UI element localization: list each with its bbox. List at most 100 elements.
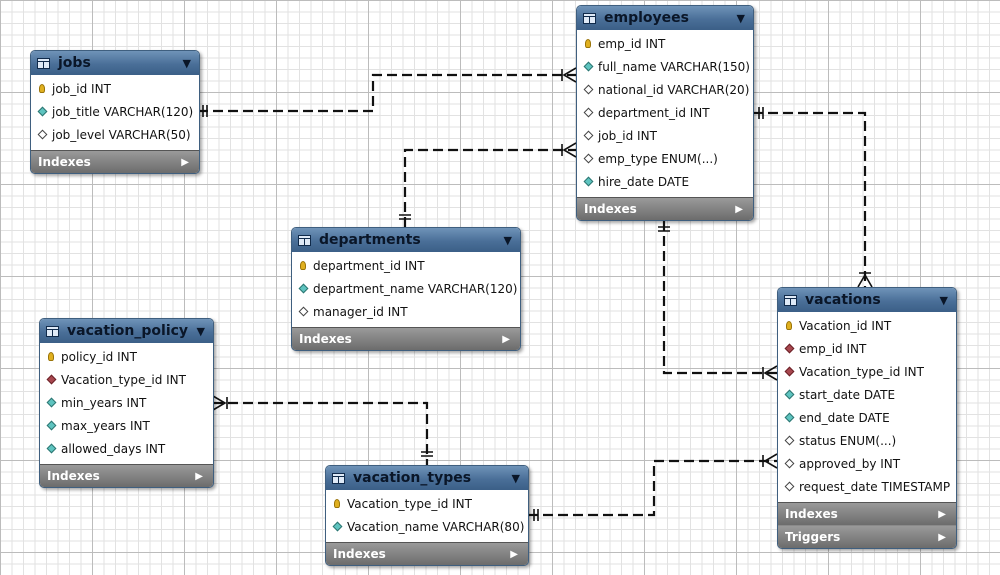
table-header[interactable]: vacations ▼	[778, 288, 956, 312]
indexes-section[interactable]: Indexes ▶	[326, 542, 528, 565]
relationship-line-jobs-employees[interactable]	[198, 73, 576, 113]
table-title: vacations	[805, 292, 881, 308]
indexes-section[interactable]: Indexes ▶	[40, 464, 213, 487]
column-label: hire_date DATE	[598, 174, 690, 189]
indexes-section[interactable]: Indexes ▶	[31, 150, 199, 173]
expand-arrow-icon[interactable]: ▶	[938, 531, 946, 543]
table-header[interactable]: employees ▼	[577, 6, 753, 30]
column-row[interactable]: Vacation_type_id INT	[778, 360, 956, 383]
not-null-column-icon	[46, 397, 56, 408]
table-icon	[784, 294, 797, 306]
crows-foot-marker	[762, 365, 778, 381]
column-row[interactable]: job_level VARCHAR(50)	[31, 123, 199, 146]
relationship-line-types-vacations[interactable]	[528, 459, 777, 517]
column-row[interactable]: department_id INT	[292, 254, 520, 277]
collapse-arrow-icon[interactable]: ▼	[182, 56, 191, 70]
table-vacation-types[interactable]: vacation_types ▼ Vacation_type_id INT Va…	[325, 465, 529, 566]
foreign-key-icon	[784, 366, 794, 377]
column-row[interactable]: end_date DATE	[778, 406, 956, 429]
column-row[interactable]: approved_by INT	[778, 452, 956, 475]
foreign-key-icon	[46, 374, 56, 385]
collapse-arrow-icon[interactable]: ▼	[736, 11, 745, 25]
column-label: job_id INT	[598, 128, 657, 143]
column-label: approved_by INT	[799, 456, 901, 471]
column-row[interactable]: policy_id INT	[40, 345, 213, 368]
column-row[interactable]: job_id INT	[31, 77, 199, 100]
column-row[interactable]: Vacation_name VARCHAR(80)	[326, 515, 528, 538]
crows-foot-marker	[561, 67, 577, 83]
section-label: Indexes	[584, 202, 637, 216]
table-vacation-policy[interactable]: vacation_policy ▼ policy_id INT Vacation…	[39, 318, 214, 488]
column-row[interactable]: hire_date DATE	[577, 170, 753, 193]
collapse-arrow-icon[interactable]: ▼	[511, 471, 520, 485]
crows-foot-marker	[857, 272, 873, 288]
expand-arrow-icon[interactable]: ▶	[938, 508, 946, 520]
relationship-line-employees-vacations-b[interactable]	[662, 221, 777, 375]
one-mandatory-marker	[399, 214, 411, 220]
expand-arrow-icon[interactable]: ▶	[510, 548, 518, 560]
primary-key-icon	[46, 352, 56, 362]
primary-key-icon	[784, 321, 794, 331]
table-header[interactable]: jobs ▼	[31, 51, 199, 75]
column-row[interactable]: emp_id INT	[778, 337, 956, 360]
triggers-section[interactable]: Triggers ▶	[778, 525, 956, 548]
nullable-column-icon	[784, 458, 794, 469]
expand-arrow-icon[interactable]: ▶	[735, 203, 743, 215]
table-vacations[interactable]: vacations ▼ Vacation_id INT emp_id INT V…	[777, 287, 957, 549]
table-header[interactable]: departments ▼	[292, 228, 520, 252]
expand-arrow-icon[interactable]: ▶	[181, 156, 189, 168]
column-label: Vacation_name VARCHAR(80)	[347, 519, 525, 534]
relationship-line-types-policy[interactable]	[213, 401, 429, 465]
relationship-line-departments-employees[interactable]	[403, 148, 576, 227]
column-row[interactable]: job_id INT	[577, 124, 753, 147]
section-label: Indexes	[333, 547, 386, 561]
column-label: manager_id INT	[313, 304, 408, 319]
collapse-arrow-icon[interactable]: ▼	[196, 324, 205, 338]
table-icon	[298, 234, 311, 246]
indexes-section[interactable]: Indexes ▶	[292, 327, 520, 350]
collapse-arrow-icon[interactable]: ▼	[939, 293, 948, 307]
column-label: start_date DATE	[799, 387, 896, 402]
table-title: departments	[319, 232, 421, 248]
column-row[interactable]: Vacation_type_id INT	[326, 492, 528, 515]
one-mandatory-marker	[758, 107, 764, 119]
column-row[interactable]: manager_id INT	[292, 300, 520, 323]
column-row[interactable]: emp_type ENUM(...)	[577, 147, 753, 170]
column-row[interactable]: department_name VARCHAR(120)	[292, 277, 520, 300]
column-row[interactable]: national_id VARCHAR(20)	[577, 78, 753, 101]
table-jobs[interactable]: jobs ▼ job_id INT job_title VARCHAR(120)…	[30, 50, 200, 174]
expand-arrow-icon[interactable]: ▶	[502, 333, 510, 345]
nullable-column-icon	[583, 130, 593, 141]
one-mandatory-marker	[421, 451, 433, 457]
table-title: vacation_policy	[67, 323, 189, 339]
indexes-section[interactable]: Indexes ▶	[778, 502, 956, 525]
indexes-section[interactable]: Indexes ▶	[577, 197, 753, 220]
column-row[interactable]: emp_id INT	[577, 32, 753, 55]
column-row[interactable]: start_date DATE	[778, 383, 956, 406]
collapse-arrow-icon[interactable]: ▼	[503, 233, 512, 247]
column-row[interactable]: full_name VARCHAR(150)	[577, 55, 753, 78]
column-row[interactable]: allowed_days INT	[40, 437, 213, 460]
column-row[interactable]: status ENUM(...)	[778, 429, 956, 452]
column-row[interactable]: department_id INT	[577, 101, 753, 124]
expand-arrow-icon[interactable]: ▶	[195, 470, 203, 482]
column-row[interactable]: request_date TIMESTAMP	[778, 475, 956, 498]
column-label: job_title VARCHAR(120)	[52, 104, 194, 119]
table-icon	[332, 472, 345, 484]
column-label: allowed_days INT	[61, 441, 166, 456]
table-employees[interactable]: employees ▼ emp_id INT full_name VARCHAR…	[576, 5, 754, 221]
column-row[interactable]: min_years INT	[40, 391, 213, 414]
column-row[interactable]: max_years INT	[40, 414, 213, 437]
table-departments[interactable]: departments ▼ department_id INT departme…	[291, 227, 521, 351]
crows-foot-marker	[561, 142, 577, 158]
column-row[interactable]: Vacation_id INT	[778, 314, 956, 337]
column-label: job_level VARCHAR(50)	[52, 127, 191, 142]
column-list: job_id INT job_title VARCHAR(120) job_le…	[31, 75, 199, 150]
table-header[interactable]: vacation_policy ▼	[40, 319, 213, 343]
column-row[interactable]: job_title VARCHAR(120)	[31, 100, 199, 123]
column-list: policy_id INT Vacation_type_id INT min_y…	[40, 343, 213, 464]
column-row[interactable]: Vacation_type_id INT	[40, 368, 213, 391]
primary-key-icon	[298, 261, 308, 271]
table-header[interactable]: vacation_types ▼	[326, 466, 528, 490]
relationship-line-employees-vacations-a[interactable]	[753, 111, 867, 287]
